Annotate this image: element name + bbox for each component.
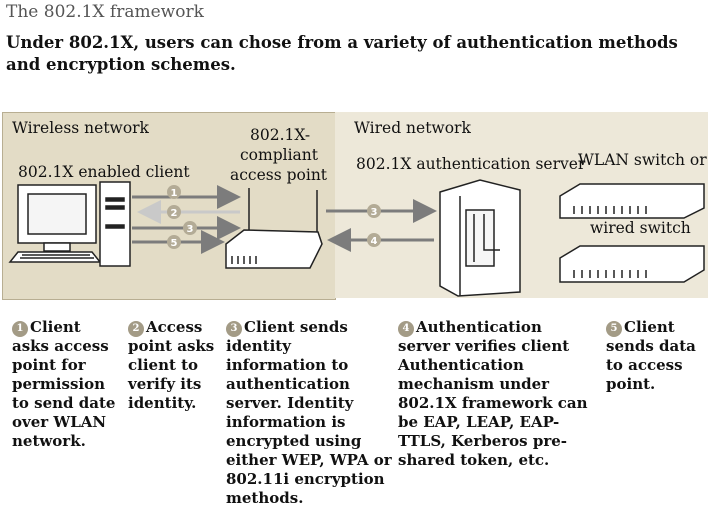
step-5-number: 5 xyxy=(606,321,622,337)
arrow-badge-2-label: 2 xyxy=(171,208,178,219)
ap-label-line2: compliant xyxy=(240,146,318,164)
arrow-badge-1 xyxy=(167,185,181,199)
arrow-badge-3-wired xyxy=(367,204,381,218)
client-label: 802.1X enabled client xyxy=(18,163,190,181)
step-4-number: 4 xyxy=(398,321,414,337)
auth-server-icon xyxy=(439,179,521,297)
client-computer-icon xyxy=(8,181,131,267)
step-4-text: Authentication server verifies client Au… xyxy=(398,318,588,469)
arrow-badge-4-wired xyxy=(367,233,381,247)
step-3-text: Client sends identity information to aut… xyxy=(226,318,392,507)
step-2-text: Access point asks client to verify its i… xyxy=(128,318,215,412)
figure-title: The 802.1X framework xyxy=(6,2,204,22)
access-point-icon xyxy=(225,188,323,269)
step-1-text: Client asks access point for permission … xyxy=(12,318,116,450)
server-label: 802.1X authentication server xyxy=(356,155,586,173)
switch-label-line2: wired switch xyxy=(590,219,691,237)
wlan-switch-icon xyxy=(559,183,705,219)
ap-label-line1: 802.1X- xyxy=(250,126,311,144)
step-3-number: 3 xyxy=(226,321,242,337)
figure-subtitle: Under 802.1X, users can chose from a var… xyxy=(6,33,678,74)
arrow-badge-5 xyxy=(167,235,181,249)
wired-switch-icon xyxy=(559,245,705,283)
step-1-number: 1 xyxy=(12,321,28,337)
arrow-badge-3-label: 3 xyxy=(187,224,194,235)
wireless-network-label: Wireless network xyxy=(12,119,149,137)
wired-network-label: Wired network xyxy=(354,119,471,137)
arrow-badge-5-label: 5 xyxy=(171,238,178,249)
arrow-badge-3-wired-label: 3 xyxy=(371,207,378,218)
arrow-badge-1-label: 1 xyxy=(171,188,178,199)
step-2-number: 2 xyxy=(128,321,144,337)
arrow-badge-2 xyxy=(167,205,181,219)
switch-label-line1: WLAN switch or xyxy=(578,151,707,169)
ap-label-line3: access point xyxy=(230,166,328,184)
arrow-badge-3 xyxy=(183,221,197,235)
arrow-badge-4-wired-label: 4 xyxy=(371,236,378,247)
step-5-text: Client sends data to access point. xyxy=(606,318,696,393)
